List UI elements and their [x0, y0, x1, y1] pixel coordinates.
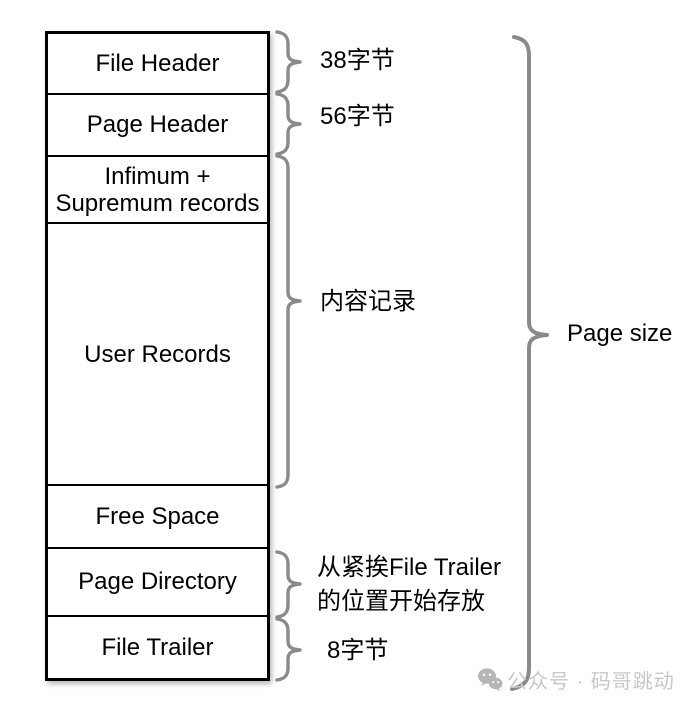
box-user-records: User Records [48, 222, 267, 483]
box-free-space: Free Space [48, 483, 267, 547]
page-directory-brace [275, 550, 302, 619]
file-header-brace [275, 30, 302, 94]
box-file-header: File Header [95, 49, 220, 77]
page-directory-note-label: 从紧挨File Trailer 的位置开始存放 [317, 554, 502, 615]
box-page-directory: Page Directory [48, 547, 267, 614]
file-trailer-size-label: 8字节 [327, 637, 389, 664]
content-records-brace [275, 154, 302, 489]
wechat-icon [478, 668, 503, 691]
page-size-brace [510, 35, 549, 691]
box-file-trailer: File Trailer [48, 614, 267, 678]
file-header-size-label: 38字节 [320, 47, 395, 74]
page-header-brace [275, 92, 302, 156]
innodb-page-box: File Header Page Header Infimum + Suprem… [45, 31, 270, 681]
user-records-note-label: 内容记录 [320, 288, 416, 315]
page-header-size-label: 56字节 [320, 103, 395, 130]
watermark: 公众号 · 码哥跳动 [477, 665, 675, 694]
box-infimum-supremum: Infimum + Supremum records [48, 154, 267, 222]
watermark-text: 公众号 · 码哥跳动 [507, 671, 675, 693]
box-page-header: Page Header [48, 92, 267, 155]
file-trailer-brace [275, 617, 302, 682]
page-size-label: Page size [567, 320, 673, 347]
